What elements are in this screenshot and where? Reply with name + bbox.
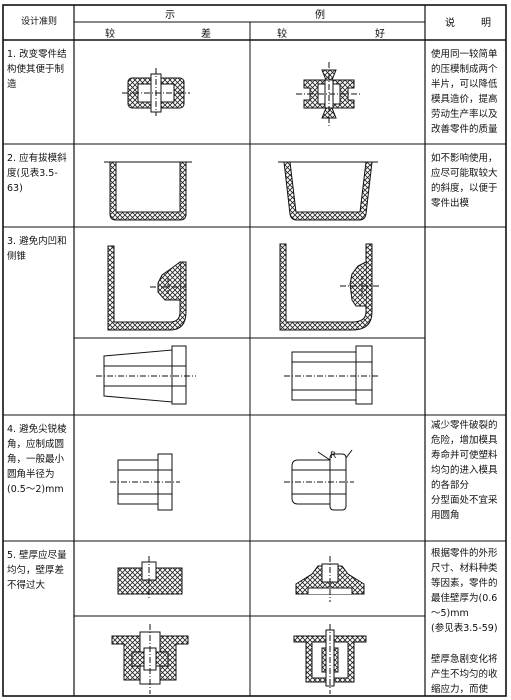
row4-note: 减少零件破裂的危险，增加模具寿命并可使塑料均匀的进入模具的各部分	[431, 420, 498, 491]
table-grid	[2, 4, 507, 697]
row2-note: 如不影响使用，应尽可能取较大的斜度，以便于零件出模	[431, 153, 498, 209]
row1-note: 使用同一较简单的压模制成两个半片，可以降低模具造价，提高劳动生产率以及改善零件的…	[431, 49, 498, 135]
row5-better-drawing-a	[295, 556, 365, 602]
header-worse-a: 较	[105, 29, 115, 40]
row4-better-drawing	[284, 449, 354, 511]
row5-criteria: 5. 壁厚应尽量均匀，壁厚差不得过大	[7, 550, 67, 591]
row5-note-3: 壁厚急剧变化将产生不均匀的收缩应力，而使	[431, 654, 498, 695]
header-example-left: 示	[165, 10, 175, 21]
row2-better-drawing	[278, 161, 378, 221]
row3-worse-drawing-b	[96, 345, 196, 405]
row5-worse-drawing-a	[117, 556, 183, 600]
header-notes-b: 明	[481, 18, 491, 29]
row2-criteria: 2. 应有拔模斜度(见表3.5-63)	[7, 153, 67, 194]
row5-note: 根据零件的外形尺寸、材料种类等因素，零件的最佳壁厚为(0.6～5)mm	[431, 548, 498, 619]
header-better-b: 好	[375, 29, 385, 40]
row4-criteria: 4. 避免尖锐棱角，应制成圆角，一般最小圆角半径为(0.5～2)mm	[7, 424, 67, 495]
header-notes-a: 说	[445, 18, 455, 29]
row5-worse-drawing-b	[111, 624, 189, 694]
row5-better-drawing-b	[293, 624, 367, 694]
header-better-a: 较	[277, 29, 287, 40]
row1-worse-drawing	[122, 68, 190, 116]
row2-worse-drawing	[104, 161, 192, 221]
row3-worse-drawing-a	[107, 245, 187, 331]
row3-criteria: 3. 避免内凹和侧锥	[7, 236, 67, 262]
header-example-right: 例	[315, 10, 325, 21]
row4-worse-drawing	[110, 453, 180, 511]
row5-note-2: (参见表3.5-59)	[431, 623, 498, 634]
header-worse-b: 差	[201, 29, 211, 40]
header-design-criteria: 设计准则	[20, 17, 57, 27]
row1-criteria: 1. 改变零件结构使其便于制造	[7, 49, 67, 90]
row4-note-2: 分型面处不宜采用圆角	[431, 495, 498, 521]
row1-better-drawing	[296, 62, 362, 126]
radius-label: R	[330, 451, 336, 461]
row3-better-drawing-a	[279, 243, 380, 331]
row3-better-drawing-b	[284, 345, 380, 405]
